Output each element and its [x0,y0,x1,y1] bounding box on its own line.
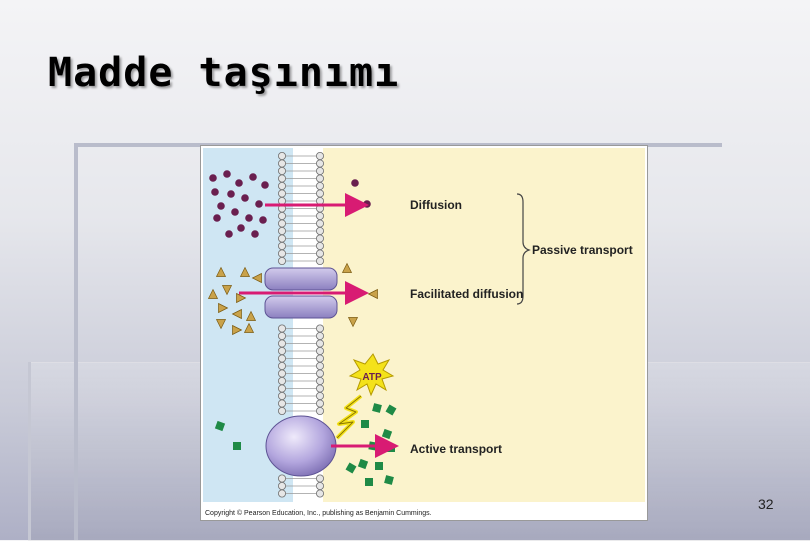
copyright-notice: Copyright © Pearson Education, Inc., pub… [205,510,432,517]
transport-pump [265,415,337,477]
passive-transport-brace [516,193,531,305]
membrane-diagram: ATP [203,148,645,502]
decorative-line-vertical [74,143,78,540]
slide-title: Madde taşınımı [48,50,400,96]
channel-protein-top [264,267,338,291]
page-number: 32 [758,496,774,512]
atp-label: ATP [362,372,382,383]
decorative-line-vertical-lower [28,362,31,540]
energy-bolt-outline [336,395,362,439]
passive-transport-label: Passive transport [532,243,633,257]
membrane-transport-figure: ATP Diffusion Passive transport Facilita… [200,145,648,521]
phospholipid-bilayer [278,152,325,498]
diffusion-label: Diffusion [410,198,462,212]
facilitated-diffusion-label: Facilitated diffusion [410,287,524,301]
channel-protein-bottom [264,295,338,319]
active-transport-label: Active transport [410,442,503,456]
atp-burst [348,353,395,397]
